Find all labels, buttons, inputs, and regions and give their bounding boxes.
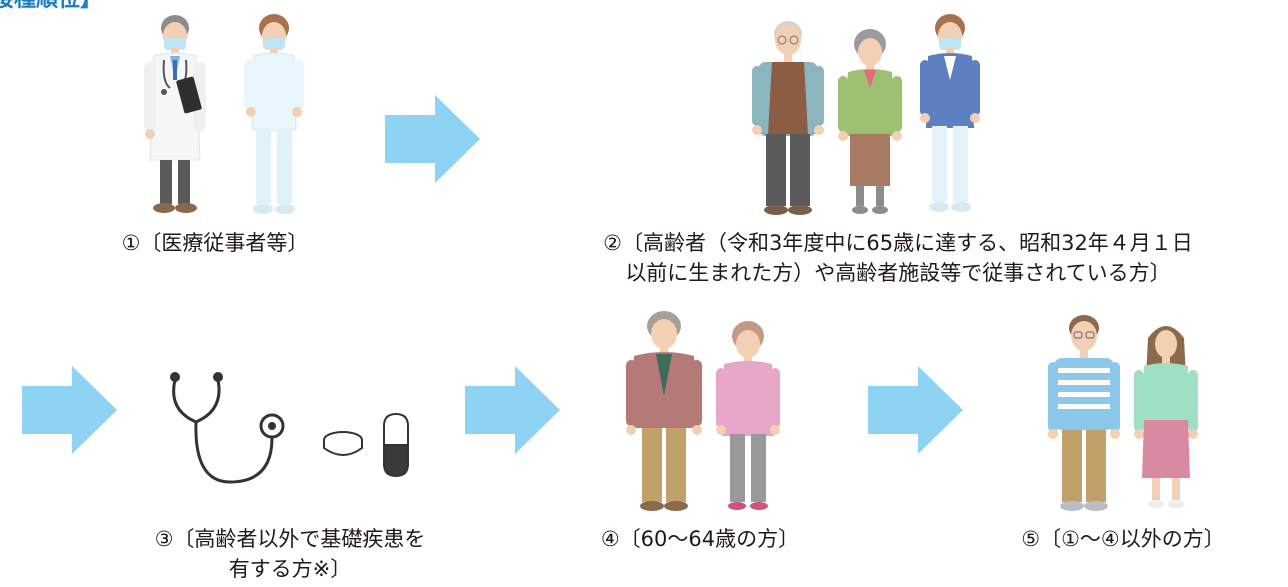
group-3-label: ③〔高齢者以外で基礎疾患を 有する方※〕 xyxy=(110,524,470,584)
group-4-label: ④〔60～64歳の方〕 xyxy=(560,524,840,554)
pill-tablet-icon xyxy=(322,430,364,460)
right-arrow-icon xyxy=(385,95,480,183)
group-3-label-line-1: ③〔高齢者以外で基礎疾患を xyxy=(154,527,426,551)
group-1-label: ①〔医療従事者等〕 xyxy=(90,228,340,258)
stethoscope-icon xyxy=(160,370,290,490)
young-woman-figure xyxy=(1134,318,1198,514)
right-arrow-icon xyxy=(868,366,963,454)
elderly-woman-figure xyxy=(838,26,902,216)
group-1-label-line: ①〔医療従事者等〕 xyxy=(121,231,309,255)
group-5-label: ⑤〔①～④以外の方〕 xyxy=(978,524,1268,554)
senior-woman-figure xyxy=(716,318,780,514)
group-2-label: ②〔高齢者（令和3年度中に65歳に達する、昭和32年４月１日 以前に生まれた方）… xyxy=(518,228,1278,288)
group-2-label-line-1: ②〔高齢者（令和3年度中に65歳に達する、昭和32年４月１日 xyxy=(603,231,1193,255)
caregiver-figure xyxy=(920,8,980,214)
young-man-figure xyxy=(1048,312,1120,514)
capsule-icon xyxy=(382,412,410,478)
group-2-label-line-2: 以前に生まれた方）や高齢者施設等で従事されている方〕 xyxy=(625,261,1171,285)
right-arrow-icon xyxy=(22,366,117,454)
right-arrow-icon xyxy=(465,366,560,454)
doctor-figure xyxy=(140,10,210,218)
nurse-figure xyxy=(242,8,306,218)
page-title: 接種順位】 xyxy=(0,0,102,14)
group-3-label-line-2: 有する方※〕 xyxy=(228,557,352,581)
group-4-label-line: ④〔60～64歳の方〕 xyxy=(600,527,800,551)
group-5-label-line: ⑤〔①～④以外の方〕 xyxy=(1021,527,1225,551)
senior-man-figure xyxy=(626,308,702,514)
elderly-man-figure xyxy=(752,16,824,216)
